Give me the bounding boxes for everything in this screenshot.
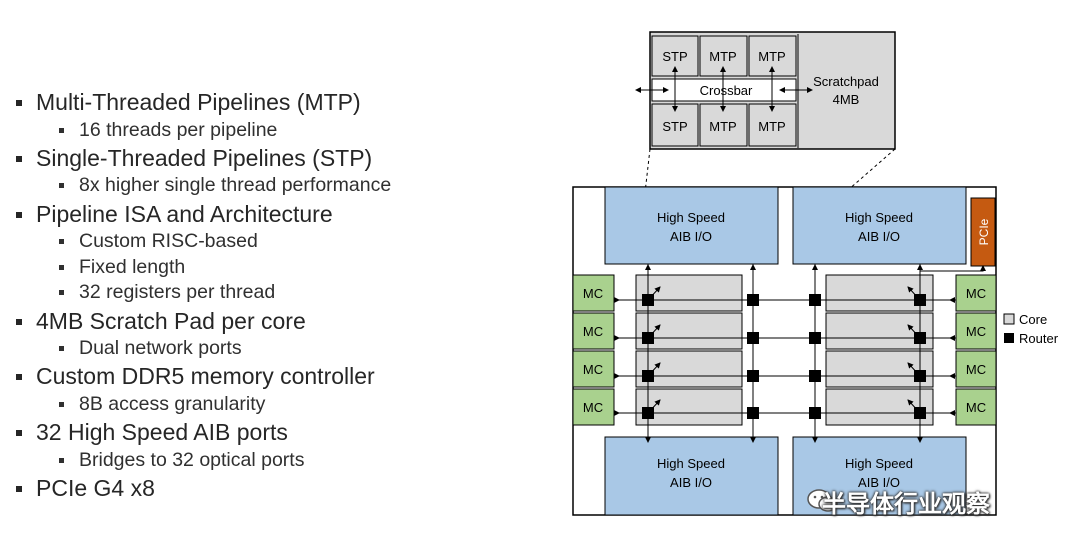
- bullet-mtp: Multi-Threaded Pipelines (MTP): [14, 88, 534, 118]
- label-mtp-top-1: MTP: [709, 49, 736, 64]
- sub-bullet-stp-perf: 8x higher single thread performance: [14, 173, 534, 198]
- aib-label-top-left-2: AIB I/O: [670, 229, 712, 244]
- aib-label-top-right-2: AIB I/O: [858, 229, 900, 244]
- sub-bullet-fixed-length: Fixed length: [14, 255, 534, 280]
- sub-bullet-risc: Custom RISC-based: [14, 229, 534, 254]
- legend-router-swatch: [1004, 333, 1014, 343]
- bullet-aib-ports: 32 High Speed AIB ports: [14, 418, 534, 448]
- label-scratchpad: Scratchpad: [813, 74, 879, 89]
- core-column-left: [635, 274, 743, 426]
- sub-bullet-registers: 32 registers per thread: [14, 280, 534, 305]
- mc-left: MC MC MC MC: [572, 274, 615, 426]
- routers: [642, 294, 926, 419]
- aib-block-top-left: High Speed AIB I/O: [604, 186, 779, 265]
- bullet-pcie: PCIe G4 x8: [14, 474, 534, 504]
- aib-label-bottom-left-2: AIB I/O: [670, 475, 712, 490]
- aib-label-bottom-right-2: AIB I/O: [858, 475, 900, 490]
- label-mtp-top-2: MTP: [758, 49, 785, 64]
- bullet-ddr5: Custom DDR5 memory controller: [14, 362, 534, 392]
- mc-label-right-2: MC: [966, 324, 986, 339]
- watermark: 半导体行业观察: [822, 491, 990, 518]
- sub-bullet-granularity: 8B access granularity: [14, 392, 534, 417]
- mc-label-left-1: MC: [583, 286, 603, 301]
- mc-label-left-2: MC: [583, 324, 603, 339]
- label-mtp-bottom-1: MTP: [709, 119, 736, 134]
- label-mtp-bottom-2: MTP: [758, 119, 785, 134]
- wechat-icon: [807, 489, 838, 512]
- mc-label-right-3: MC: [966, 362, 986, 377]
- aib-block-bottom-left: High Speed AIB I/O: [604, 436, 779, 516]
- aib-label-top-right-1: High Speed: [845, 210, 913, 225]
- legend-core-label: Core: [1019, 312, 1047, 327]
- sub-bullet-mtp-threads: 16 threads per pipeline: [14, 118, 534, 143]
- aib-label-bottom-right-1: High Speed: [845, 456, 913, 471]
- mc-label-right-4: MC: [966, 400, 986, 415]
- bullet-stp: Single-Threaded Pipelines (STP): [14, 144, 534, 174]
- sub-bullet-network-ports: Dual network ports: [14, 336, 534, 361]
- core-detail: STP MTP MTP STP MTP MTP Crossbar Scratch…: [635, 31, 896, 150]
- legend-router-label: Router: [1019, 331, 1059, 346]
- mc-right: MC MC MC MC: [955, 274, 997, 426]
- label-crossbar: Crossbar: [700, 83, 753, 98]
- sub-bullet-optical: Bridges to 32 optical ports: [14, 448, 534, 473]
- label-scratchpad-size: 4MB: [833, 92, 860, 107]
- aib-block-top-right: High Speed AIB I/O: [792, 186, 967, 265]
- bullet-list: Multi-Threaded Pipelines (MTP) 16 thread…: [14, 88, 534, 504]
- aib-label-top-left-1: High Speed: [657, 210, 725, 225]
- legend: Core Router: [1003, 312, 1059, 346]
- core-cell-stp-bottom: [651, 103, 699, 147]
- bullet-scratchpad: 4MB Scratch Pad per core: [14, 307, 534, 337]
- label-stp-bottom: STP: [662, 119, 687, 134]
- mc-label-left-3: MC: [583, 362, 603, 377]
- label-stp-top: STP: [662, 49, 687, 64]
- legend-core-swatch: [1003, 313, 1015, 325]
- pcie-label: PCIe: [977, 218, 991, 245]
- aib-label-bottom-left-1: High Speed: [657, 456, 725, 471]
- bullet-isa: Pipeline ISA and Architecture: [14, 200, 534, 230]
- mc-label-right-1: MC: [966, 286, 986, 301]
- pcie-block: PCIe: [970, 197, 996, 267]
- mc-label-left-4: MC: [583, 400, 603, 415]
